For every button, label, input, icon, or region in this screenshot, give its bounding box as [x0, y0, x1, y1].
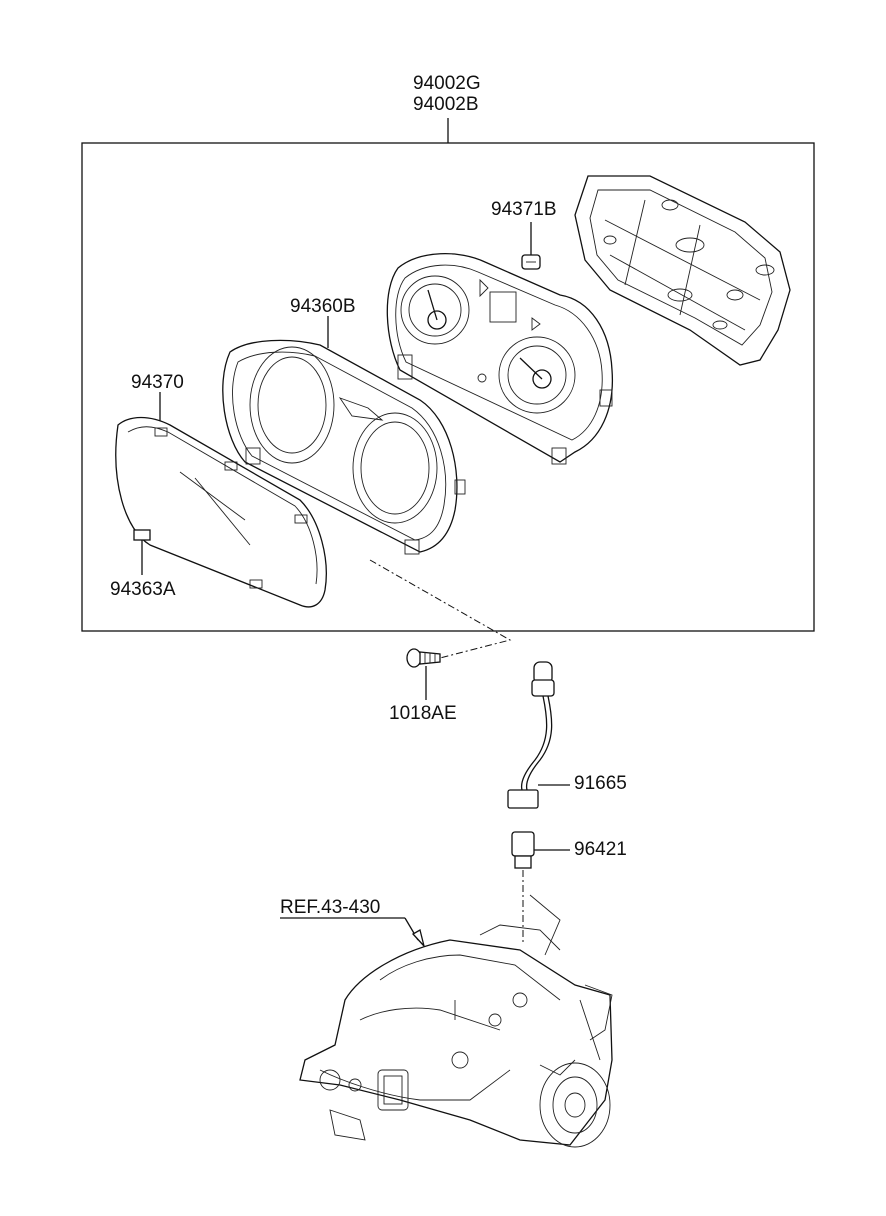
label-sensor: 96421 — [574, 839, 627, 860]
facia-panel-part — [222, 316, 466, 555]
label-facia: 94360B — [290, 296, 356, 317]
glass-lens-part — [115, 392, 327, 608]
cluster-rear-housing — [574, 175, 791, 366]
screw-part — [406, 648, 441, 700]
label-assembly-bottom: 94002B — [413, 94, 479, 115]
bulb-socket-part — [521, 222, 541, 270]
transaxle-ref-leader — [280, 917, 425, 947]
label-cable: 91665 — [574, 773, 627, 794]
speed-sensor-part — [511, 831, 570, 945]
label-transaxle-ref: REF.43-430 — [280, 897, 381, 918]
label-screw: 1018AE — [389, 703, 457, 724]
label-bulb: 94371B — [491, 199, 557, 220]
speedometer-cable-part — [507, 661, 570, 809]
transaxle-assembly — [299, 894, 613, 1148]
label-assembly-top: 94002G — [413, 73, 481, 94]
gauge-face-plate — [386, 253, 614, 465]
label-clip: 94363A — [110, 579, 176, 600]
assembly-dashed-line — [369, 559, 512, 659]
label-glass: 94370 — [131, 372, 184, 393]
clip-part — [133, 529, 151, 575]
